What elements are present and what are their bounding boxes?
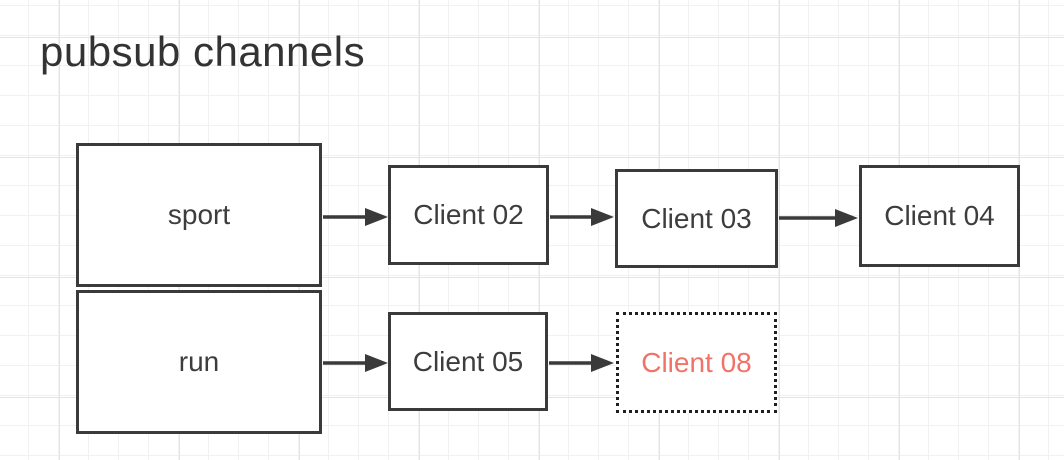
channel-node-sport[interactable]: sport (76, 143, 322, 287)
client-node-05[interactable]: Client 05 (388, 312, 548, 411)
arrow-client03-to-client04[interactable] (779, 209, 858, 227)
arrow-client05-to-client08[interactable] (549, 354, 614, 372)
client-04-label: Client 04 (884, 200, 995, 231)
client-08-label: Client 08 (641, 346, 752, 378)
channel-sport-label: sport (167, 199, 231, 230)
client-03-label: Client 03 (641, 202, 752, 234)
client-node-03[interactable]: Client 03 (615, 169, 778, 268)
client-node-08-pending[interactable]: Client 08 (616, 312, 777, 413)
arrow-client02-to-client03[interactable] (550, 208, 614, 226)
client-node-04[interactable]: Client 04 (859, 165, 1020, 267)
client-02-label: Client 02 (413, 199, 524, 230)
channel-node-run[interactable]: run (76, 290, 322, 434)
channel-run-label: run (178, 346, 220, 377)
client-node-02[interactable]: Client 02 (388, 165, 549, 265)
arrow-run-to-client05[interactable] (323, 354, 388, 372)
diagram-title: pubsub channels (40, 28, 366, 75)
client-05-label: Client 05 (412, 345, 524, 377)
arrow-sport-to-client02[interactable] (323, 208, 388, 226)
